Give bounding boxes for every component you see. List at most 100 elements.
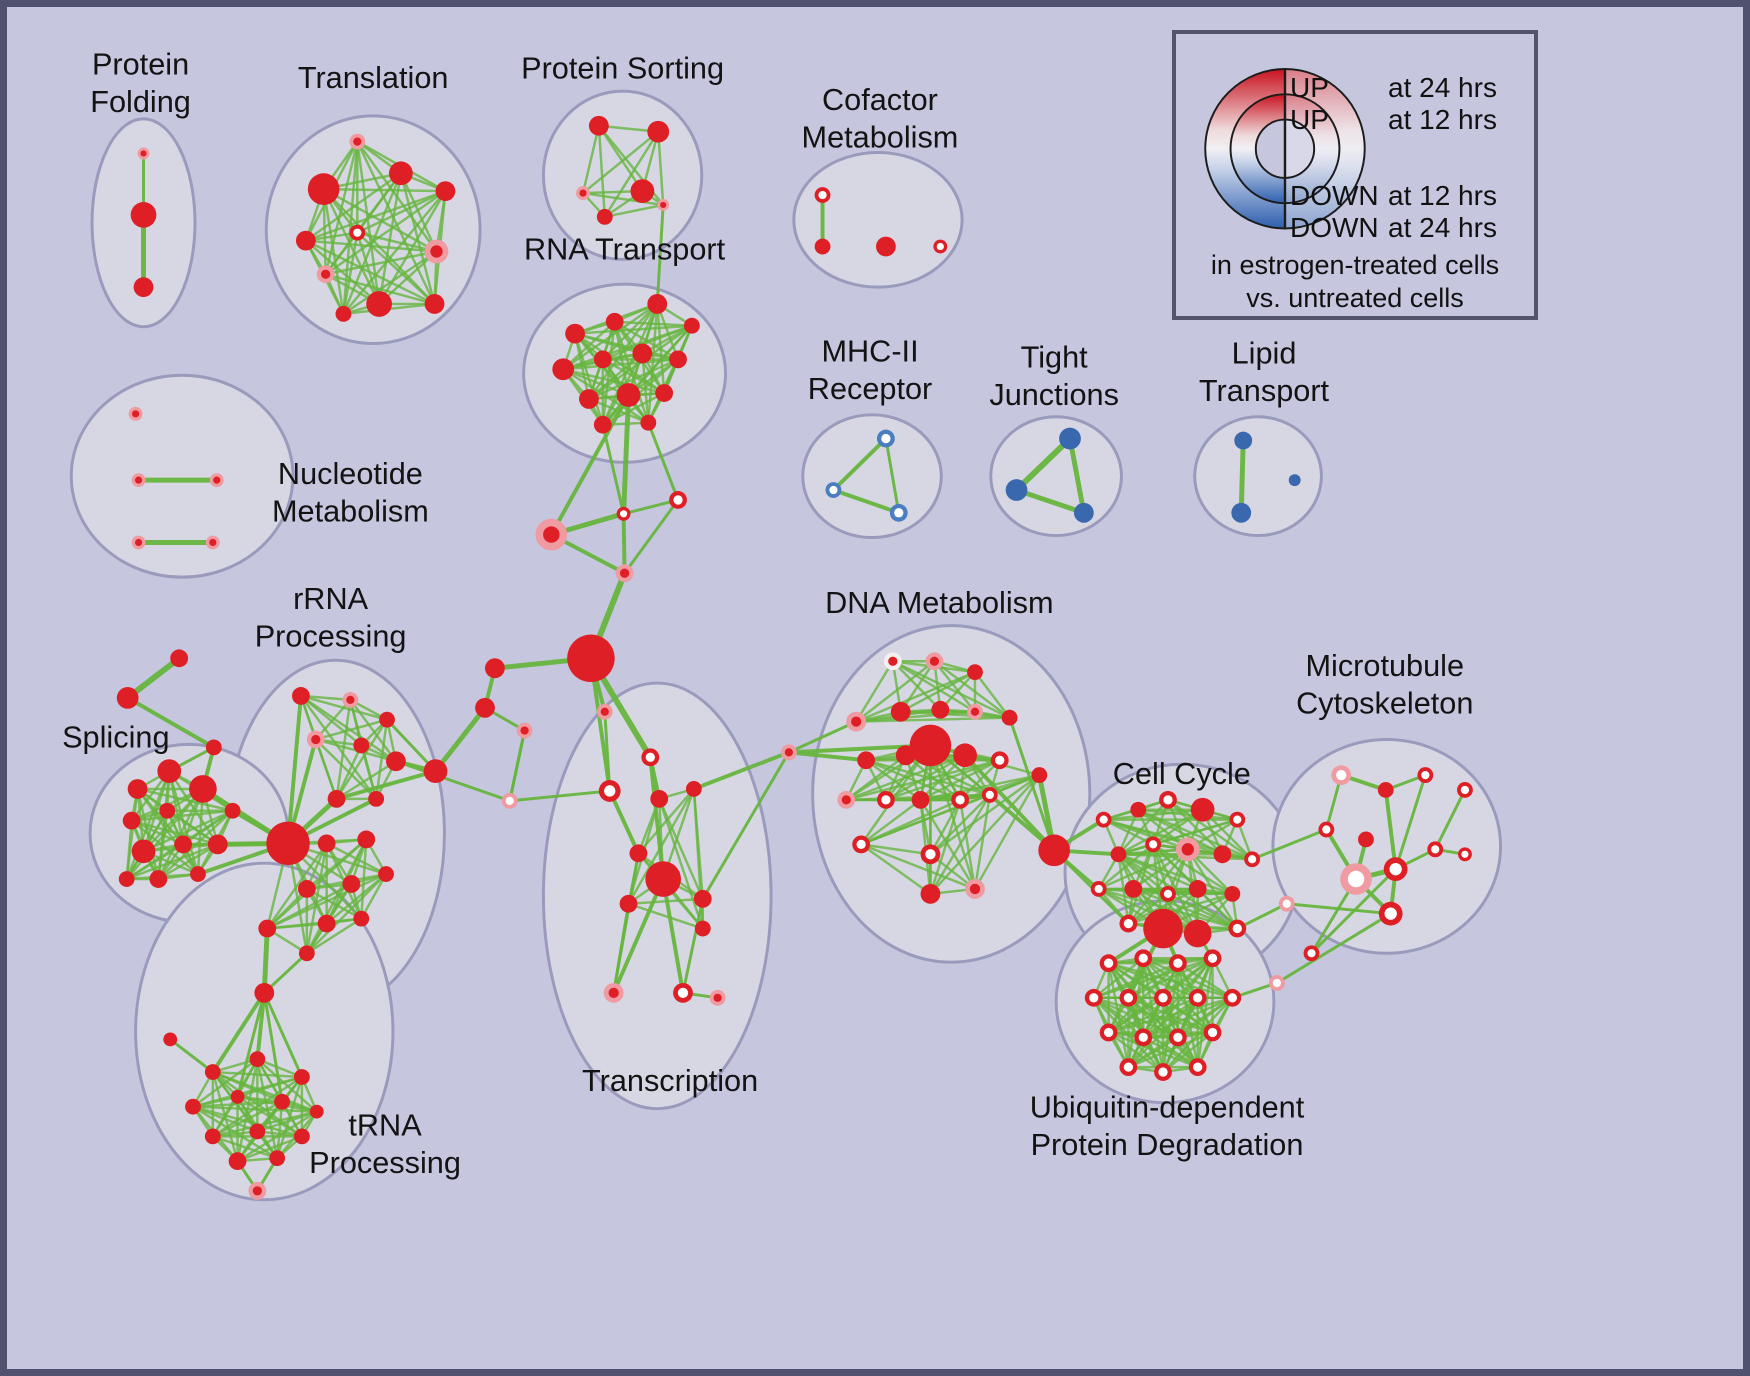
network-node[interactable] <box>1224 885 1241 902</box>
network-node[interactable] <box>249 1123 266 1140</box>
network-node[interactable] <box>694 920 711 937</box>
network-node[interactable] <box>567 634 615 683</box>
network-node[interactable] <box>297 880 316 898</box>
network-node[interactable] <box>1358 831 1374 848</box>
network-node[interactable] <box>645 861 681 897</box>
network-node[interactable] <box>565 323 585 344</box>
network-node[interactable] <box>379 711 395 728</box>
network-node[interactable] <box>295 230 316 251</box>
network-node[interactable] <box>650 789 669 808</box>
network-node[interactable] <box>588 115 609 136</box>
network-node[interactable] <box>378 866 394 883</box>
network-node[interactable] <box>368 790 385 807</box>
network-node[interactable] <box>204 1064 221 1080</box>
network-node[interactable] <box>1124 880 1143 898</box>
network-node[interactable] <box>593 415 612 434</box>
network-node[interactable] <box>640 414 657 431</box>
network-node[interactable] <box>1188 880 1207 898</box>
network-node[interactable] <box>1213 845 1232 864</box>
network-node[interactable] <box>1143 908 1183 949</box>
network-node[interactable] <box>170 649 189 668</box>
network-node[interactable] <box>190 866 206 883</box>
network-node[interactable] <box>116 687 139 709</box>
network-node[interactable] <box>655 384 674 402</box>
network-node[interactable] <box>683 317 700 334</box>
network-node[interactable] <box>1231 502 1252 523</box>
network-node[interactable] <box>274 1093 291 1110</box>
network-node[interactable] <box>185 1098 201 1115</box>
network-node[interactable] <box>1377 782 1394 798</box>
network-node[interactable] <box>224 802 241 819</box>
network-node[interactable] <box>353 737 370 754</box>
network-node[interactable] <box>1288 474 1301 487</box>
network-node[interactable] <box>133 277 154 298</box>
network-node[interactable] <box>435 181 456 202</box>
network-node[interactable] <box>1190 797 1215 822</box>
network-node[interactable] <box>342 875 361 893</box>
network-node[interactable] <box>647 120 670 143</box>
network-node[interactable] <box>814 238 831 255</box>
network-node[interactable] <box>388 161 413 186</box>
network-node[interactable] <box>685 781 702 797</box>
network-node[interactable] <box>1183 919 1212 948</box>
network-node[interactable] <box>157 759 182 784</box>
network-node[interactable] <box>131 839 156 864</box>
network-node[interactable] <box>204 1128 221 1145</box>
network-node[interactable] <box>475 697 495 718</box>
network-node[interactable] <box>1059 427 1081 450</box>
network-node[interactable] <box>605 312 624 331</box>
network-node[interactable] <box>118 871 135 887</box>
network-node[interactable] <box>291 687 310 705</box>
network-node[interactable] <box>357 830 376 849</box>
network-node[interactable] <box>647 294 668 314</box>
network-node[interactable] <box>1234 431 1253 450</box>
network-node[interactable] <box>890 701 911 722</box>
network-node[interactable] <box>327 789 346 808</box>
network-node[interactable] <box>1031 767 1048 784</box>
network-node[interactable] <box>552 358 575 381</box>
network-node[interactable] <box>366 291 392 317</box>
network-node[interactable] <box>309 1104 324 1119</box>
network-node[interactable] <box>149 870 168 888</box>
network-node[interactable] <box>630 179 655 203</box>
network-node[interactable] <box>931 700 950 719</box>
network-node[interactable] <box>230 1089 245 1104</box>
network-node[interactable] <box>189 775 217 803</box>
network-node[interactable] <box>616 383 641 407</box>
network-node[interactable] <box>693 889 712 908</box>
network-node[interactable] <box>122 811 141 830</box>
network-node[interactable] <box>269 1150 286 1167</box>
network-node[interactable] <box>174 835 193 854</box>
network-node[interactable] <box>249 1051 266 1068</box>
network-node[interactable] <box>632 343 653 364</box>
network-node[interactable] <box>266 821 310 866</box>
network-node[interactable] <box>386 751 406 772</box>
network-node[interactable] <box>579 389 599 409</box>
network-node[interactable] <box>423 759 448 784</box>
network-node[interactable] <box>207 834 228 855</box>
network-node[interactable] <box>669 350 687 369</box>
network-node[interactable] <box>307 173 340 205</box>
network-node[interactable] <box>909 724 952 767</box>
network-node[interactable] <box>335 305 352 322</box>
network-node[interactable] <box>619 894 638 913</box>
network-node[interactable] <box>159 802 176 819</box>
network-node[interactable] <box>254 982 275 1003</box>
network-node[interactable] <box>953 743 977 768</box>
network-node[interactable] <box>205 739 222 756</box>
network-node[interactable] <box>911 790 930 809</box>
network-node[interactable] <box>353 910 370 927</box>
network-node[interactable] <box>485 658 505 679</box>
network-node[interactable] <box>875 236 896 257</box>
network-node[interactable] <box>596 208 613 225</box>
network-node[interactable] <box>228 1152 247 1171</box>
network-node[interactable] <box>317 914 336 933</box>
network-node[interactable] <box>298 945 315 962</box>
network-node[interactable] <box>1001 709 1018 726</box>
network-node[interactable] <box>967 664 983 681</box>
network-node[interactable] <box>1073 502 1094 523</box>
network-node[interactable] <box>293 1069 310 1085</box>
network-node[interactable] <box>424 294 445 314</box>
network-node[interactable] <box>1038 834 1070 867</box>
network-node[interactable] <box>317 834 336 853</box>
